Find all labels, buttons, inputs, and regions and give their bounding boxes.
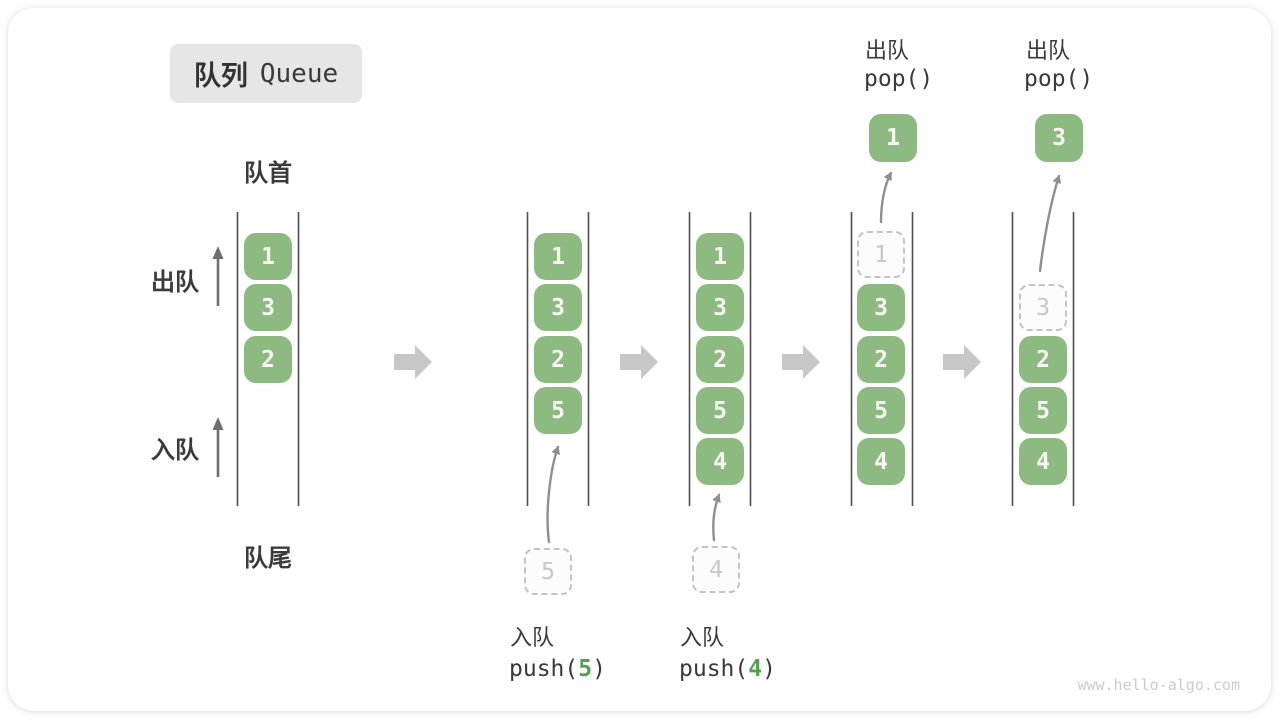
queue1-block: 1: [244, 233, 292, 280]
queue4-block: 4: [857, 438, 905, 485]
label-enqueue-left: 入队: [151, 437, 199, 464]
queue-channel-walls: [236, 212, 1075, 506]
queue3-block: 1: [696, 233, 744, 280]
queue4-op-label: 出队: [865, 38, 910, 63]
pop1-arrow: [879, 171, 893, 224]
title-zh: 队列: [193, 61, 248, 91]
queue5-block: 4: [1019, 438, 1067, 485]
queue5-block: 5: [1019, 387, 1067, 434]
code-text: ): [762, 656, 776, 682]
code-arg: 4: [748, 656, 763, 682]
queue4-block: 5: [857, 387, 905, 434]
code-text: push(: [679, 656, 749, 682]
watermark: www.hello-algo.com: [1077, 676, 1240, 694]
queue3-block: 4: [696, 438, 744, 485]
transition-arrow: [394, 345, 981, 379]
queue2-op-code: push(5): [509, 656, 606, 682]
queue4-op-code: pop(): [864, 66, 934, 92]
pop3-arrow: [1038, 174, 1062, 273]
queue4-removed-ghost: 1: [857, 231, 905, 278]
title-en: Queue: [259, 58, 339, 89]
queue2-op-label: 入队: [510, 625, 555, 650]
queue5-op-code: pop(): [1024, 66, 1094, 92]
queue3-block: 3: [696, 284, 744, 331]
code-arg: 5: [578, 656, 593, 682]
push4-arrow: [712, 493, 721, 542]
label-queue-rear: 队尾: [244, 545, 292, 572]
queue3-incoming-ghost: 4: [692, 546, 740, 593]
queue5-popped-block: 3: [1035, 114, 1083, 162]
code-text: push(: [509, 656, 579, 682]
queue4-block: 2: [857, 336, 905, 383]
queue3-block: 2: [696, 336, 744, 383]
code-text: ): [592, 656, 606, 682]
queue1-block: 2: [244, 336, 292, 383]
queue2-block: 3: [534, 284, 582, 331]
queue3-block: 5: [696, 387, 744, 434]
queue5-removed-ghost: 3: [1019, 284, 1067, 331]
queue3-op-code: push(4): [679, 656, 776, 682]
queue1-block: 3: [244, 284, 292, 331]
queue5-block: 2: [1019, 336, 1067, 383]
queue3-op-label: 入队: [680, 625, 725, 650]
queue4-block: 3: [857, 284, 905, 331]
queue2-incoming-ghost: 5: [524, 548, 572, 595]
queue4-popped-block: 1: [869, 114, 917, 162]
label-dequeue-left: 出队: [151, 269, 199, 296]
queue2-block: 5: [534, 387, 582, 434]
title-chip: 队列 Queue: [170, 44, 362, 103]
label-queue-front: 队首: [244, 160, 292, 187]
push5-arrow: [546, 445, 560, 544]
queue5-op-label: 出队: [1026, 38, 1071, 63]
enqueue-direction-arrow: [212, 417, 224, 477]
queue2-block: 2: [534, 336, 582, 383]
queue2-block: 1: [534, 233, 582, 280]
dequeue-direction-arrow: [212, 246, 224, 306]
